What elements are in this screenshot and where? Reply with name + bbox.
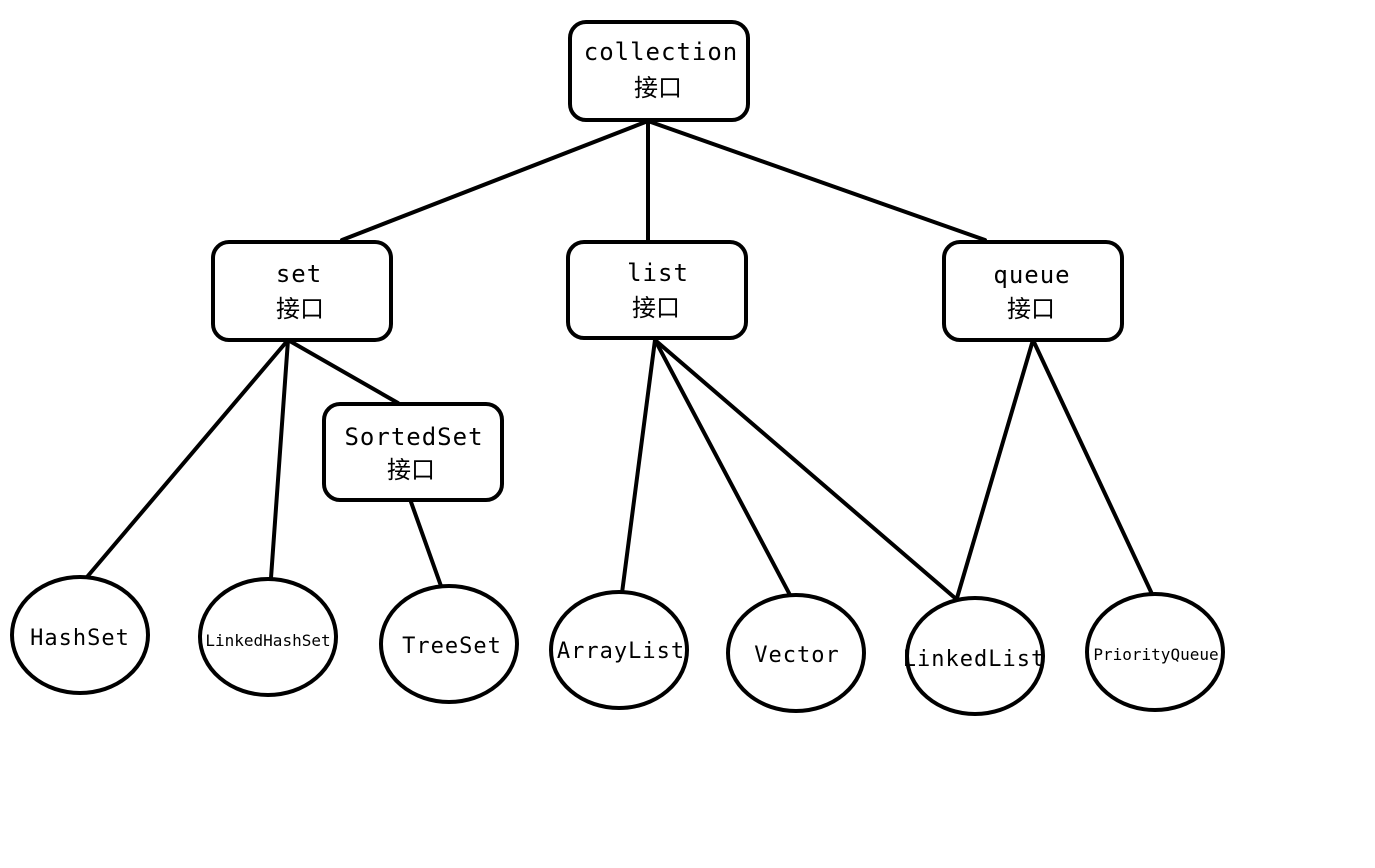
node-vector-circle <box>726 593 866 713</box>
node-linkedlist: LinkedList <box>903 596 1045 716</box>
node-queue-kind: 接口 <box>1007 295 1055 323</box>
node-treeset: TreeSet <box>379 584 519 704</box>
node-list-kind: 接口 <box>632 294 680 322</box>
edge-sortedset-treeset <box>409 500 443 588</box>
node-priorityqueue-circle <box>1085 592 1225 712</box>
node-collection-kind: 接口 <box>634 74 682 102</box>
node-linkedhashset-name: LinkedHashSet <box>205 631 330 650</box>
node-queue-box <box>942 240 1124 342</box>
node-list-box <box>566 240 748 340</box>
node-queue-name: queue <box>993 261 1070 289</box>
node-arraylist: ArrayList <box>549 590 689 710</box>
edge-list-linkedlist <box>653 338 957 600</box>
node-priorityqueue-name: PriorityQueue <box>1093 645 1218 664</box>
node-priorityqueue: PriorityQueue <box>1085 592 1225 712</box>
edge-queue-priorityqueue <box>1031 338 1154 596</box>
edge-list-vector <box>653 338 792 597</box>
edges <box>85 119 1154 600</box>
node-hashset-name: HashSet <box>30 626 130 651</box>
node-sortedset-kind: 接口 <box>387 456 435 484</box>
node-arraylist-name: ArrayList <box>557 639 685 664</box>
node-linkedhashset-circle <box>198 577 338 697</box>
edge-queue-linkedlist <box>955 338 1035 600</box>
node-linkedlist-circle <box>905 596 1045 716</box>
edge-set-hashset <box>85 338 290 579</box>
node-arraylist-circle <box>549 590 689 710</box>
node-treeset-circle <box>379 584 519 704</box>
node-queue: queue 接口 <box>942 240 1124 342</box>
node-collection: collection 接口 <box>568 20 750 122</box>
edge-collection-set <box>340 119 650 242</box>
node-set-name: set <box>276 260 322 288</box>
node-linkedlist-name: LinkedList <box>903 647 1045 672</box>
node-set-box <box>211 240 393 342</box>
node-collection-box <box>568 20 750 122</box>
node-collection-name: collection <box>584 38 739 66</box>
node-vector-name: Vector <box>754 643 839 668</box>
node-list-name: list <box>627 259 689 287</box>
edge-list-arraylist <box>620 338 657 595</box>
edge-collection-queue <box>646 119 987 242</box>
node-list: list 接口 <box>566 240 748 340</box>
edge-set-linkedhashset <box>269 338 290 580</box>
node-sortedset: SortedSet 接口 <box>322 402 504 502</box>
node-set-kind: 接口 <box>276 295 324 323</box>
node-hashset-circle <box>10 575 150 695</box>
node-set: set 接口 <box>211 240 393 342</box>
node-hashset: HashSet <box>10 575 150 695</box>
node-vector: Vector <box>726 593 866 713</box>
node-sortedset-box <box>322 402 504 502</box>
node-treeset-name: TreeSet <box>402 634 502 659</box>
node-linkedhashset: LinkedHashSet <box>198 577 338 697</box>
edge-set-sortedset <box>286 338 400 405</box>
node-sortedset-name: SortedSet <box>344 423 483 451</box>
